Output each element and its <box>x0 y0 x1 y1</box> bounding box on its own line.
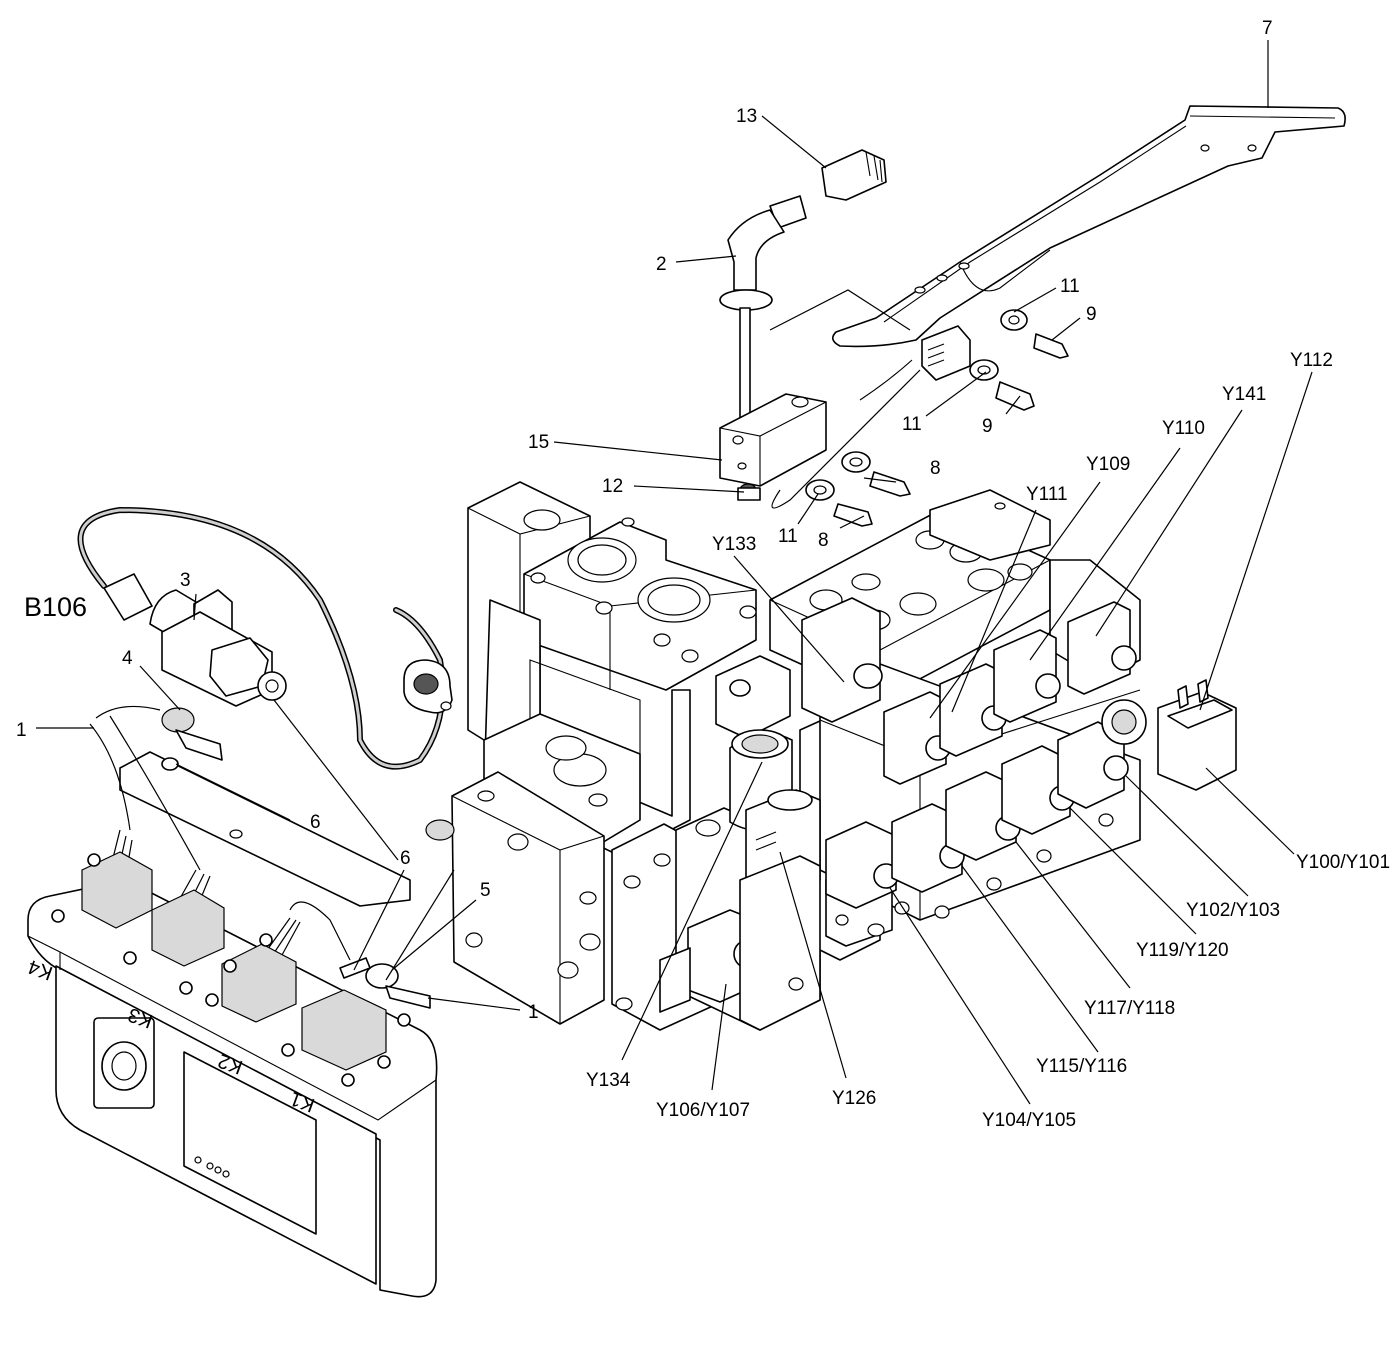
callout-y102-y103: Y102/Y103 <box>1186 900 1280 921</box>
callout-13: 13 <box>736 106 757 127</box>
callout-y141: Y141 <box>1222 384 1266 405</box>
callout-7: 7 <box>1262 18 1273 39</box>
lever-connector <box>859 325 971 401</box>
hydraulic-line <box>719 149 921 509</box>
callout-y112: Y112 <box>1290 350 1333 371</box>
callout-9-mid: 9 <box>982 416 993 437</box>
callout-y126: Y126 <box>832 1088 876 1109</box>
callout-y133: Y133 <box>712 534 756 555</box>
callout-6-right: 6 <box>310 812 321 833</box>
callout-4: 4 <box>122 648 133 669</box>
callout-y106-y107: Y106/Y107 <box>656 1100 750 1121</box>
callout-2: 2 <box>656 254 667 275</box>
callout-3: 3 <box>180 570 191 591</box>
callout-y109: Y109 <box>1086 454 1130 475</box>
callout-y110: Y110 <box>1162 418 1205 439</box>
leader-lines <box>36 40 1313 1105</box>
control-unit <box>27 851 438 1298</box>
lever-arm <box>832 105 1346 348</box>
callout-y104-y105: Y104/Y105 <box>982 1110 1076 1131</box>
washers-and-screws <box>805 309 1069 527</box>
callout-y100-y101: Y100/Y101 <box>1296 852 1390 873</box>
callout-b106: B106 <box>24 592 87 622</box>
callout-11-top: 11 <box>1060 276 1080 297</box>
harness-bracket <box>89 705 431 1009</box>
callouts: 7 13 2 11 9 Y112 Y141 11 9 Y110 15 Y109 … <box>16 18 1390 1131</box>
callout-1-right: 1 <box>528 1002 539 1023</box>
callout-11-low: 11 <box>778 526 798 547</box>
callout-12: 12 <box>602 476 623 497</box>
callout-y111: Y111 <box>1026 484 1068 505</box>
callout-15: 15 <box>528 432 549 453</box>
callout-5: 5 <box>480 880 491 901</box>
callout-y119-y120: Y119/Y120 <box>1136 940 1229 961</box>
callout-8-mid: 8 <box>930 458 941 479</box>
callout-y115-y116: Y115/Y116 <box>1036 1056 1127 1077</box>
callout-9-top: 9 <box>1086 304 1097 325</box>
pressure-sensor-b106 <box>77 506 453 770</box>
callout-11-mid: 11 <box>902 414 922 435</box>
solenoid-coils <box>659 597 1237 1031</box>
callout-6-mid: 6 <box>400 848 411 869</box>
callout-8-low: 8 <box>818 530 829 551</box>
callout-1-left: 1 <box>16 720 27 741</box>
callout-y134: Y134 <box>586 1070 631 1091</box>
callout-y117-y118: Y117/Y118 <box>1084 998 1175 1019</box>
